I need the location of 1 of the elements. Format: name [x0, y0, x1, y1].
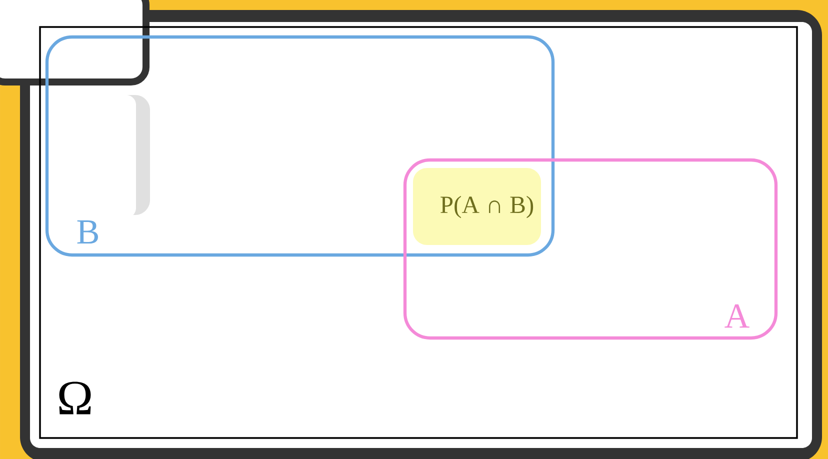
intersection-highlight: P(A ∩ B): [413, 168, 541, 245]
